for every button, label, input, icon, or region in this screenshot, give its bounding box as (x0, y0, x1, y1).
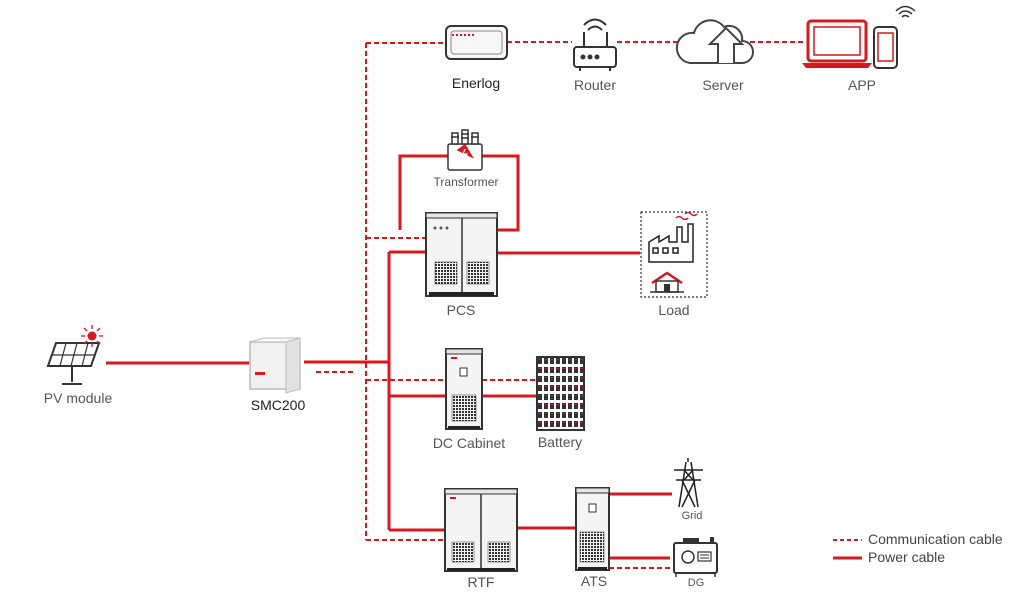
pcs-cabinet-icon (425, 212, 498, 297)
dc-cabinet-icon (445, 348, 483, 430)
grid-tower-icon (674, 458, 703, 508)
rtf-label: RTF (467, 574, 495, 590)
smc200-device-icon (249, 337, 301, 394)
enerlog-label: Enerlog (451, 75, 501, 91)
wifi-icon (895, 5, 916, 18)
house-icon (650, 271, 684, 293)
dc-cabinet-label: DC Cabinet (432, 435, 506, 451)
legend-power-label: Power cable (868, 549, 946, 565)
rtf-cabinet-icon (444, 488, 518, 572)
router-label: Router (573, 77, 617, 93)
load-label: Load (658, 302, 690, 318)
sun-icon (81, 325, 103, 347)
dg-label: DG (687, 577, 705, 589)
app-devices-icon (802, 5, 916, 69)
router-icon (573, 18, 617, 71)
ats-label: ATS (580, 573, 608, 589)
battery-label: Battery (537, 434, 583, 450)
enerlog-device-icon (445, 25, 508, 60)
power-cables (106, 154, 672, 532)
ats-cabinet-icon (575, 487, 610, 571)
cloud-server-icon (675, 19, 754, 64)
server-label: Server (702, 77, 744, 93)
load-icon (640, 211, 708, 298)
ats-dg-cables (609, 556, 670, 569)
generator-icon (673, 537, 718, 577)
pv-module-icon (46, 325, 103, 385)
pcs-label: PCS (446, 302, 476, 318)
transformer-label: Transformer (433, 175, 499, 189)
legend-marks (833, 539, 862, 560)
power-pcs-transformer-loop (398, 154, 520, 232)
transformer-icon (447, 129, 483, 171)
smc200-label: SMC200 (250, 397, 306, 413)
legend-communication-label: Communication cable (868, 531, 1003, 547)
battery-rack-icon (536, 356, 585, 431)
pv-module-label: PV module (43, 390, 113, 406)
app-label: APP (847, 77, 877, 93)
grid-label: Grid (681, 510, 703, 522)
communication-cables (316, 41, 804, 541)
